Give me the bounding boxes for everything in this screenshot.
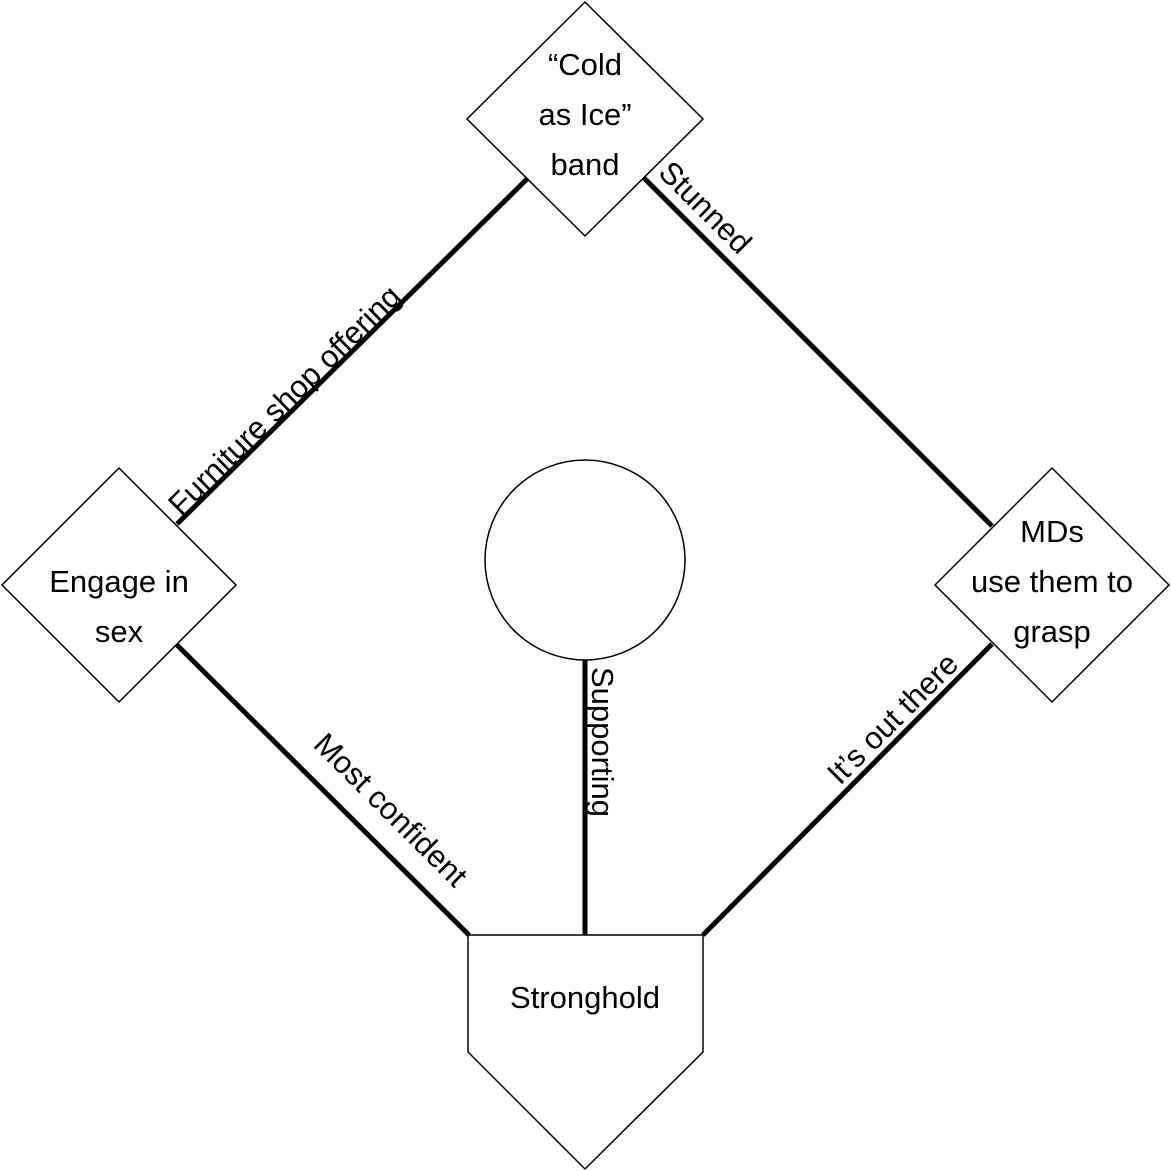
node-top-diamond	[465, 0, 705, 238]
node-top[interactable]: “Cold as Ice” band	[465, 0, 705, 238]
edge-top-to-right	[642, 176, 994, 528]
node-left-line-2: sex	[95, 614, 144, 649]
edge-label-its-out-there: It’s out there	[820, 646, 965, 791]
node-left-diamond	[0, 466, 238, 704]
node-left[interactable]: Engage in sex	[0, 466, 238, 704]
edge-label-furniture-shop-offering: Furniture shop offering	[161, 278, 407, 522]
node-bottom[interactable]: Stronghold	[467, 934, 704, 1171]
node-center-circle[interactable]	[484, 459, 686, 661]
node-right[interactable]: MDs use them to grasp	[933, 466, 1171, 704]
node-bottom-home-plate	[467, 934, 704, 1171]
node-right-diamond	[933, 466, 1171, 704]
edge-left-to-bottom	[175, 643, 471, 937]
node-top-line-2: as Ice”	[538, 97, 631, 132]
node-left-line-1: Engage in	[49, 564, 189, 599]
node-top-line-3: band	[551, 147, 620, 182]
edge-label-supporting: Supporting	[585, 667, 620, 817]
edge-label-most-confident: Most confident	[307, 726, 475, 894]
node-bottom-label: Stronghold	[510, 980, 660, 1015]
node-top-line-1: “Cold	[548, 47, 622, 82]
node-right-line-2: use them to	[971, 564, 1133, 599]
node-right-line-1: MDs	[1020, 514, 1084, 549]
edge-label-stunned: Stunned	[652, 154, 758, 260]
node-right-line-3: grasp	[1013, 614, 1091, 649]
edge-right-to-bottom	[701, 642, 994, 937]
edge-left-to-top	[175, 176, 530, 526]
